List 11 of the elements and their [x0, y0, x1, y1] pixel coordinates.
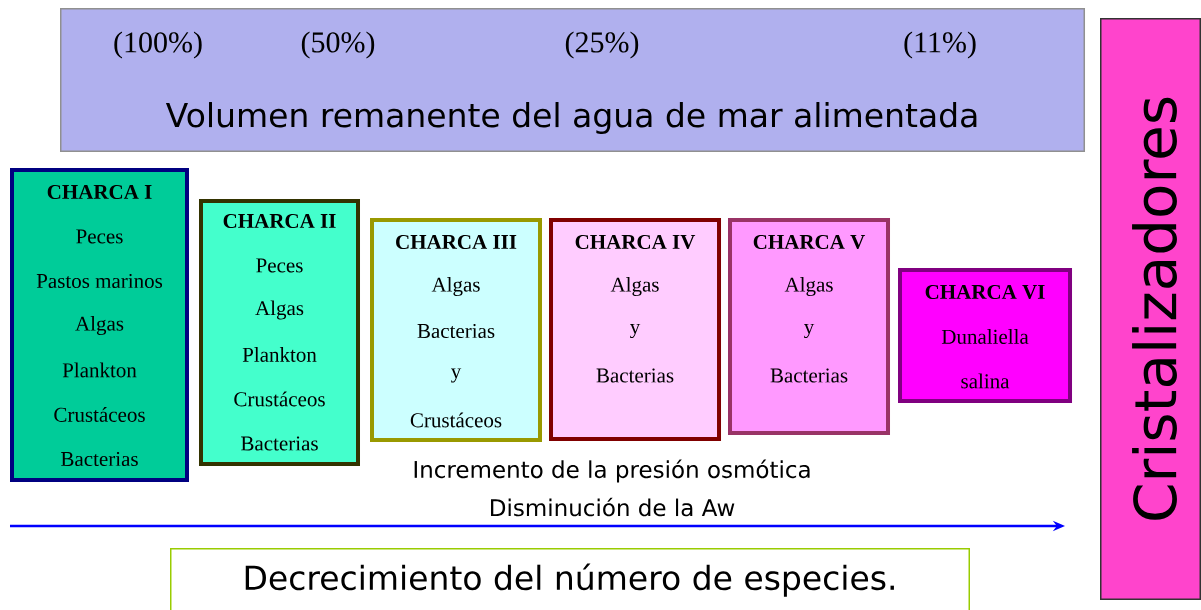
- gradient-label: Incremento de la presión osmótica: [414, 459, 810, 483]
- pond-box: CHARCA III Algas Bacterias y Crustáceos: [370, 218, 542, 442]
- pond-box: CHARCA II Peces Algas Plankton Crustáceos Bacterias: [199, 199, 360, 466]
- pond-box: CHARCA IV Algas y Bacterias: [549, 218, 721, 441]
- species-box: Decrecimiento del número de especies.: [170, 548, 970, 610]
- crystallizer-box: Cristalizadores: [1100, 18, 1201, 600]
- volume-band: (100%) (50%) (25%) (11%) Volumen remanente del agua de mar alimentada: [60, 8, 1085, 152]
- pond-box: CHARCA V Algas y Bacterias: [728, 218, 890, 435]
- pond-box: CHARCA I Peces Pastos marinos Algas Plankton Crustáceos Bacterias: [10, 168, 189, 482]
- pond-box: CHARCA VI Dunaliella salina: [898, 268, 1072, 403]
- gradient-label: Disminución de la Aw: [491, 497, 735, 517]
